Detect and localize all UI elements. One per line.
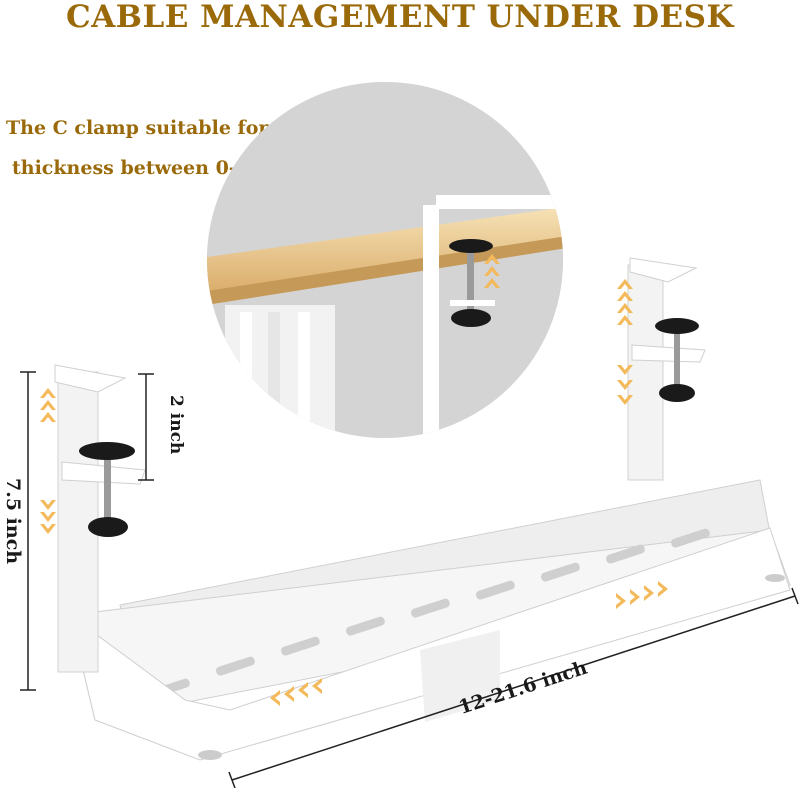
right-clamp <box>627 257 706 481</box>
cable-tray <box>69 479 791 761</box>
clamp-gap-label: 2 inch <box>166 395 186 455</box>
left-clamp <box>54 364 146 673</box>
desk-inset-circle <box>207 82 563 438</box>
down-arrows-icon <box>40 500 56 534</box>
dimension-line-clamp-gap <box>138 373 154 481</box>
page-title: CABLE MANAGEMENT UNDER DESK <box>66 0 734 35</box>
clamp-caption-line1: The C clamp suitable for desk <box>6 117 325 139</box>
dimension-line-width <box>228 587 799 788</box>
up-arrows-icon <box>40 388 56 422</box>
dimension-line-height <box>20 371 36 691</box>
height-label: 7.5 inch <box>2 478 24 565</box>
